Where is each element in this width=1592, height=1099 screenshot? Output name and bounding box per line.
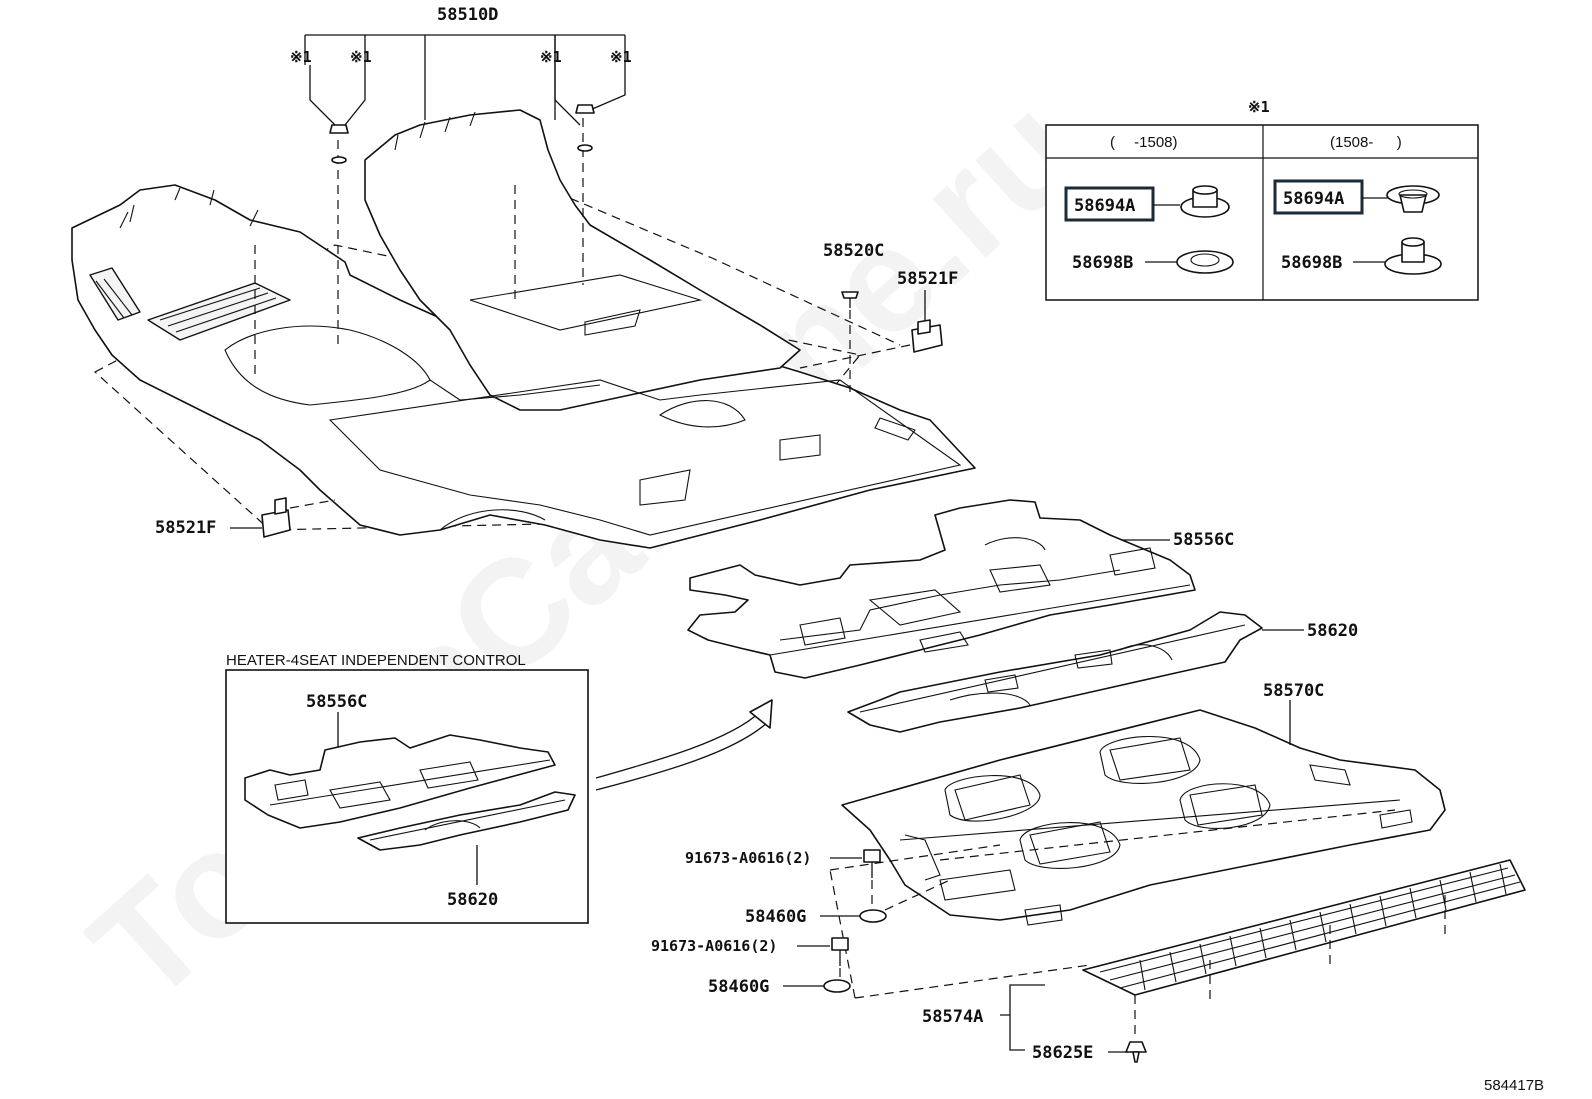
- note-cell-58694a-left[interactable]: 58694A: [1074, 196, 1135, 216]
- clip-58698b-icon-right: [1384, 237, 1442, 275]
- clip-bracket-icon-left: [230, 497, 336, 538]
- label-58510d[interactable]: 58510D: [437, 5, 498, 25]
- highlight-box: [1064, 186, 1155, 222]
- label-58556c[interactable]: 58556C: [1173, 530, 1234, 550]
- label-58620[interactable]: 58620: [1307, 621, 1358, 641]
- highlight-box: [1273, 179, 1364, 215]
- note-cell-58698b-left[interactable]: 58698B: [1072, 253, 1133, 273]
- inset-title: HEATER-4SEAT INDEPENDENT CONTROL: [226, 652, 526, 669]
- label-bolt-upper[interactable]: 91673-A0616(2): [685, 849, 811, 867]
- note-cell-58698b-right[interactable]: 58698B: [1281, 253, 1342, 273]
- silencer-58556c[interactable]: [687, 499, 1196, 679]
- note-marker-4: ※1: [610, 48, 632, 66]
- inset-label-58620[interactable]: 58620: [447, 890, 498, 910]
- bolt-upper-icon: [863, 849, 881, 905]
- note-table-marker: ※1: [1248, 98, 1270, 116]
- label-58625e[interactable]: 58625E: [1032, 1043, 1093, 1063]
- leader-58574a: [1000, 984, 1045, 1051]
- label-58521f-left[interactable]: 58521F: [155, 518, 216, 538]
- note-marker-2: ※1: [350, 48, 372, 66]
- note-table: ( -1508) (1508- ) 58694A 58698B 58694A 5…: [1045, 124, 1479, 301]
- label-58521f-right[interactable]: 58521F: [897, 269, 958, 289]
- scuff-clip-icon: [1125, 1041, 1147, 1063]
- inset-heater-4seat: HEATER-4SEAT INDEPENDENT CONTROL 58556C …: [225, 652, 589, 924]
- inset-label-58556c[interactable]: 58556C: [306, 692, 367, 712]
- inset-silencer-part[interactable]: [244, 734, 556, 829]
- clip-58694a-icon-left: [1180, 185, 1230, 218]
- clip-58694a-icon-right: [1386, 185, 1440, 213]
- bolt-lower-icon: [831, 937, 849, 978]
- silencer-pad-58620[interactable]: [847, 611, 1263, 733]
- note-table-col-2: (1508- ): [1330, 134, 1402, 151]
- note-table-col-1: ( -1508): [1110, 134, 1178, 151]
- label-nut-lower[interactable]: 58460G: [708, 977, 769, 997]
- label-58574a[interactable]: 58574A: [922, 1007, 983, 1027]
- nut-upper-icon: [859, 909, 887, 923]
- nut-lower-icon: [823, 979, 851, 993]
- clip-58698b-icon-left: [1176, 250, 1234, 274]
- dash-nut-upper: [884, 879, 951, 911]
- note-marker-3: ※1: [540, 48, 562, 66]
- scuff-plate-58574a[interactable]: [829, 844, 1526, 1035]
- label-bolt-lower[interactable]: 91673-A0616(2): [651, 937, 777, 955]
- note-marker-1: ※1: [290, 48, 312, 66]
- inset-pad-part[interactable]: [357, 791, 576, 851]
- rear-carpet-58570c[interactable]: [841, 709, 1446, 926]
- clip-bracket-icon-right: [799, 290, 943, 369]
- carpet-clip-icons: [329, 104, 595, 164]
- diagram-number: 584417B: [1484, 1077, 1544, 1094]
- leader-58510d: [254, 34, 626, 375]
- arrow-icon: [595, 699, 773, 791]
- label-58570c[interactable]: 58570C: [1263, 681, 1324, 701]
- label-nut-upper[interactable]: 58460G: [745, 907, 806, 927]
- note-cell-58694a-right[interactable]: 58694A: [1283, 189, 1344, 209]
- label-58520c[interactable]: 58520C: [823, 241, 884, 261]
- clip-plug-icon: [841, 291, 859, 392]
